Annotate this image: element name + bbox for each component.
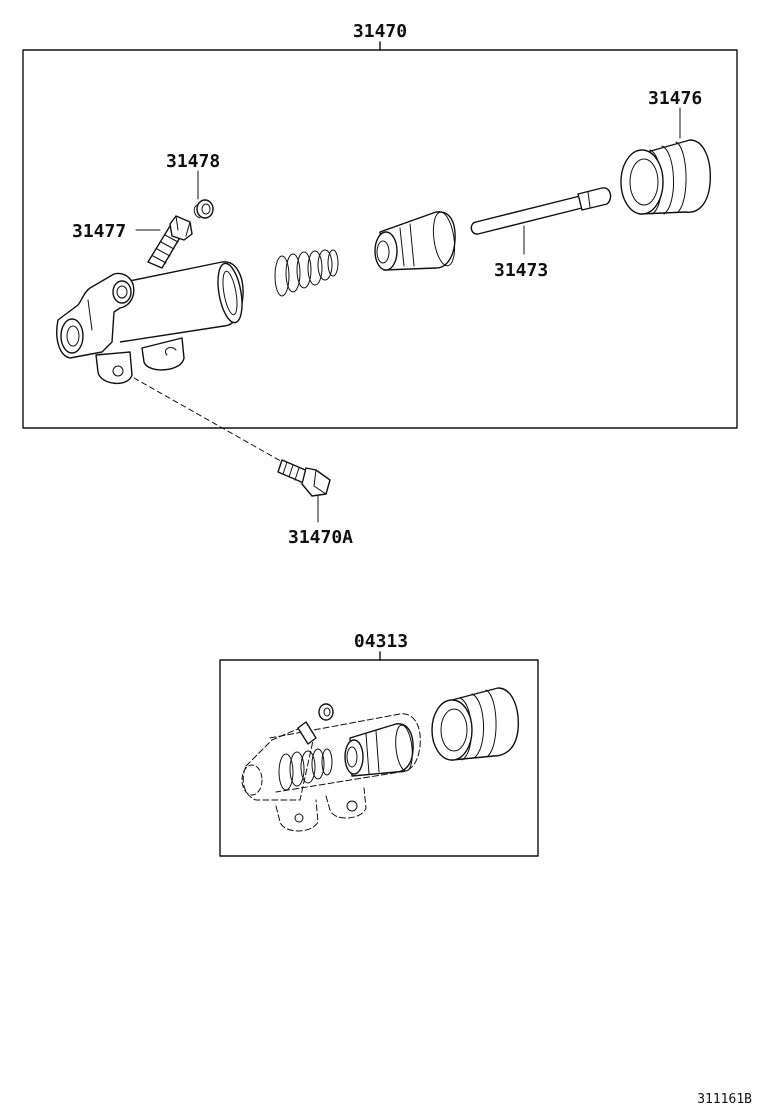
bleeder-plug-drawing — [147, 215, 193, 269]
callout-31473: 31473 — [494, 225, 548, 281]
cylinder-body-drawing — [56, 261, 244, 384]
bolt-dashed-leader — [133, 377, 287, 465]
main-assembly: 31470 — [22, 21, 738, 429]
boot-drawing — [620, 139, 711, 215]
push-rod-drawing — [470, 187, 612, 235]
label-04313: 04313 — [354, 631, 408, 652]
label-31473: 31473 — [494, 260, 548, 281]
callout-31478: 31478 — [166, 151, 220, 200]
kit-assembly: 04313 — [219, 631, 539, 857]
callout-31477: 31477 — [72, 221, 161, 242]
kit-assembly-frame — [219, 659, 539, 857]
bolt-drawing — [133, 377, 331, 497]
spring-drawing — [274, 249, 339, 297]
label-31470A: 31470A — [288, 527, 353, 548]
callout-31470A: 31470A — [288, 495, 353, 548]
callout-31476: 31476 — [648, 88, 702, 139]
label-31476: 31476 — [648, 88, 702, 109]
kit-contents-drawing — [241, 687, 519, 832]
label-31470: 31470 — [353, 21, 407, 42]
cap-drawing — [193, 199, 214, 219]
label-31477: 31477 — [72, 221, 126, 242]
reference-code: 311161B — [697, 1092, 752, 1107]
label-31478: 31478 — [166, 151, 220, 172]
piston-drawing — [374, 211, 456, 271]
